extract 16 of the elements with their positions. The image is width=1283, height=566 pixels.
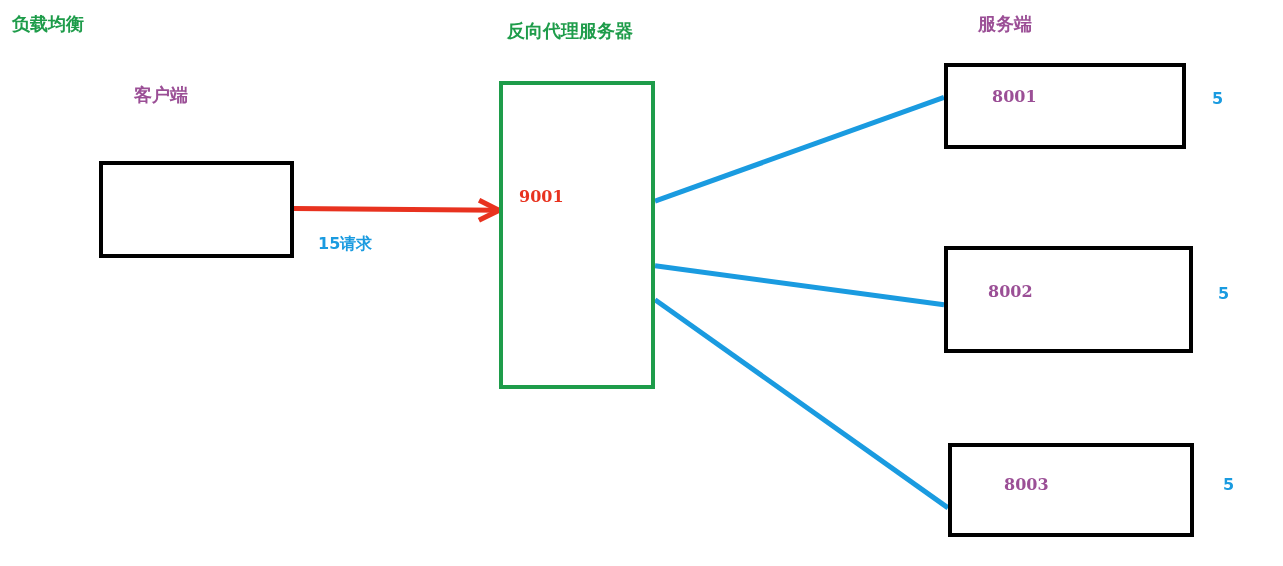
port-number: 8001 [992,87,1037,106]
arrow [293,197,502,223]
weight-number: 5 [1223,475,1235,494]
port-number: 9001 [519,187,564,206]
weight-number: 5 [1218,284,1230,303]
connector-line [653,297,950,510]
node-heading: 反向代理服务器 [507,19,633,43]
heading-label: 负载均衡 [12,12,84,36]
heading-label: 服务端 [978,12,1032,36]
node-heading: 客户端 [134,83,188,107]
port-number: 8003 [1004,475,1049,494]
connector-line [654,95,945,204]
connector-line [654,263,945,308]
port-number: 8002 [988,282,1033,301]
weight-number: 5 [1212,89,1224,108]
edge-label: 15请求 [318,234,373,255]
